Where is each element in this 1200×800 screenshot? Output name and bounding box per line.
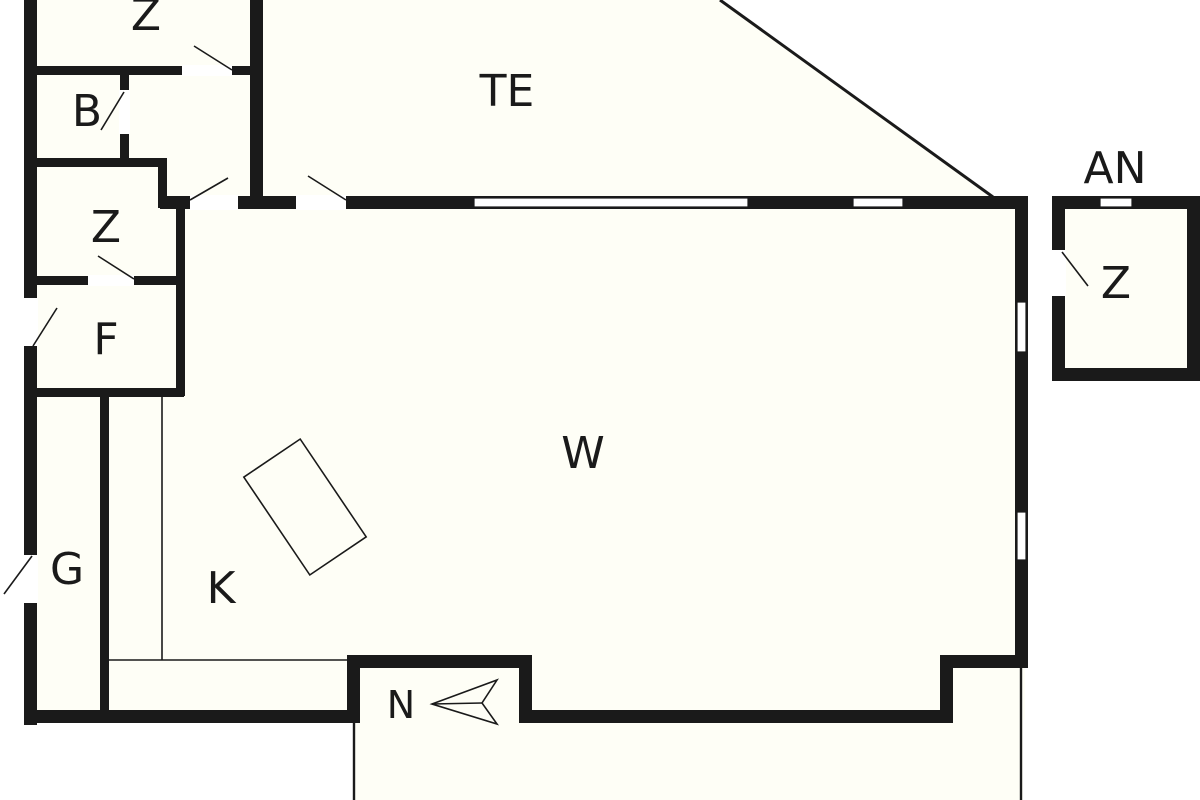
wall-left-outer: [24, 0, 37, 725]
annex-door-swing: [1061, 251, 1089, 287]
wall-te-left: [250, 0, 263, 209]
wall-bottom-left: [24, 710, 360, 723]
wall-step-left: [940, 655, 953, 723]
kitchen-counters: [108, 396, 348, 661]
wall-bottom-right: [520, 710, 952, 723]
window-top-large: [473, 197, 749, 208]
windows: [473, 197, 1027, 561]
door-swing-z-top: [193, 45, 233, 71]
label-f: F: [93, 314, 118, 365]
door-gap-terrace: [296, 195, 346, 210]
floor-fills: [30, 0, 1196, 800]
label-bath: B: [72, 86, 102, 137]
label-mid-left: Z: [91, 202, 121, 253]
wall-entry-top: [347, 655, 532, 668]
door-swing-z-mid: [97, 255, 135, 280]
door-gap-z-top: [182, 65, 232, 76]
wall-b-bottom: [24, 158, 166, 167]
wall-g-right: [100, 396, 109, 723]
door-swing-terrace: [307, 175, 347, 201]
dining-table: [242, 437, 368, 577]
window-right-upper: [1016, 301, 1027, 353]
wall-z-top-bottom: [24, 66, 260, 75]
openings: [23, 65, 346, 603]
door-gap-hall: [190, 195, 238, 210]
label-top-left: Z: [131, 0, 161, 41]
label-living: W: [561, 428, 605, 479]
door-swing-g: [3, 555, 33, 595]
door-swing-hall: [189, 177, 229, 201]
window-right-lower: [1016, 511, 1027, 561]
door-swings: [3, 45, 347, 595]
wall-f-bottom: [24, 388, 184, 397]
terrace-edge: [719, 0, 994, 199]
wall-zmid-right: [176, 200, 185, 396]
door-swing-f: [32, 307, 58, 347]
door-swing-b: [100, 91, 125, 131]
wall-z-right: [158, 158, 167, 208]
annex-wall-bottom: [1052, 368, 1200, 381]
annex-wall-right: [1187, 196, 1200, 381]
terrace-floor: [262, 0, 990, 197]
annex: [1051, 196, 1200, 381]
wall-entry-left: [347, 655, 360, 723]
wall-entry-right: [519, 655, 532, 723]
annex-window-top: [1099, 197, 1133, 208]
door-gap-f-left: [23, 298, 38, 346]
door-gap-z-mid: [88, 275, 134, 286]
label-annex: AN: [1083, 143, 1146, 194]
label-terrace: TE: [479, 66, 535, 117]
lower-terrace: [352, 668, 1023, 800]
label-annex-room: Z: [1101, 258, 1131, 309]
room-labels: Z B Z F G K W TE AN Z N: [50, 0, 1147, 727]
door-gap-b: [119, 90, 130, 134]
door-gap-g-left: [23, 555, 38, 603]
north-arrow: [429, 678, 500, 726]
wall-step-top: [940, 655, 1028, 668]
window-top-small: [852, 197, 904, 208]
label-kitchen: K: [207, 563, 237, 614]
wall-right: [1015, 196, 1028, 668]
north-arrow-center: [431, 702, 483, 705]
label-entry: N: [387, 683, 415, 727]
lower-terrace-floor: [355, 665, 1023, 800]
living-floor: [180, 200, 1025, 720]
annex-floor: [1058, 200, 1196, 376]
annex-door-gap: [1051, 250, 1066, 296]
label-g: G: [50, 544, 84, 595]
